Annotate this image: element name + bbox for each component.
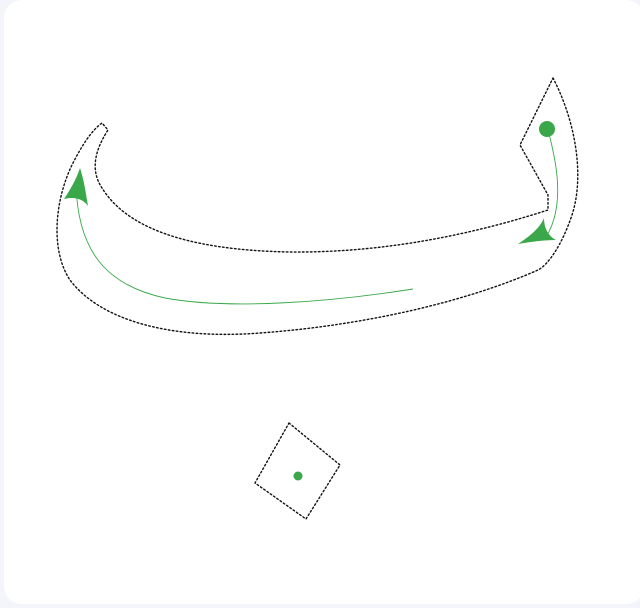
- letter-body-outline: [57, 78, 578, 334]
- start-dot-icon[interactable]: [539, 121, 555, 137]
- stroke-guide-1: [546, 130, 558, 237]
- stroke-guide-2: [76, 185, 413, 304]
- arrow-head-icon: [518, 218, 556, 244]
- letter-dot-outline: [255, 423, 340, 519]
- dot-icon[interactable]: [294, 472, 303, 481]
